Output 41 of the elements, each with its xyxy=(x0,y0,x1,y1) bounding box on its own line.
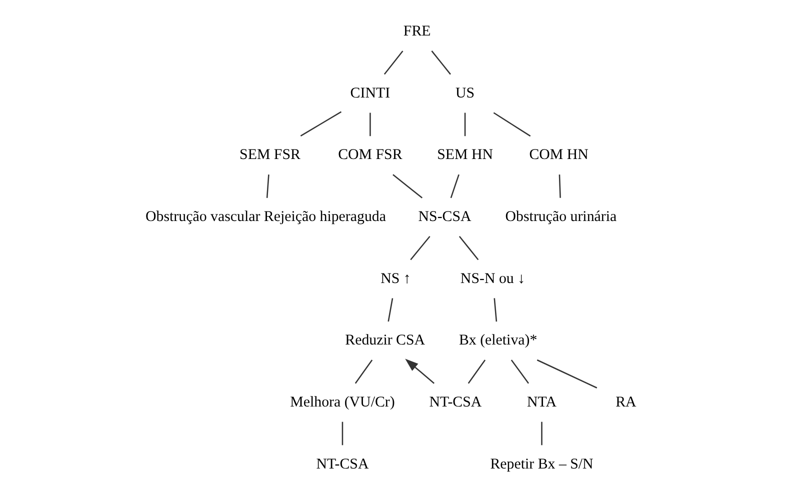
node-text: NTA xyxy=(527,394,556,410)
connector xyxy=(410,236,430,260)
node-text: NS ↑ xyxy=(380,270,411,287)
node-text: Obstrução urinária xyxy=(505,209,617,226)
connector xyxy=(266,174,270,198)
node-text: Melhora (VU/Cr) xyxy=(290,394,395,410)
connector xyxy=(494,298,498,322)
node-text: NT-CSA xyxy=(316,456,369,472)
connector xyxy=(392,174,423,198)
connector xyxy=(388,298,394,322)
connector xyxy=(370,112,371,136)
node-text: Repetir Bx – S/N xyxy=(490,456,594,472)
connector xyxy=(300,111,342,136)
connector xyxy=(468,360,486,384)
node-text: FRE xyxy=(403,24,431,40)
node-text: Bx (eletiva)* xyxy=(458,332,538,349)
connector xyxy=(354,360,373,384)
node-text: NS-N ou ↓ xyxy=(460,270,526,287)
connector xyxy=(464,112,466,136)
connector xyxy=(536,359,598,388)
connector xyxy=(458,236,479,260)
node-text: NT-CSA xyxy=(429,394,482,410)
node-text: RA xyxy=(616,394,636,410)
node-text: SEM HN xyxy=(437,147,493,164)
connector xyxy=(541,422,542,446)
node-text: US xyxy=(456,85,475,102)
connector xyxy=(558,174,561,198)
connector xyxy=(384,50,404,75)
connector xyxy=(450,174,460,198)
node-text: SEM FSR xyxy=(240,147,300,164)
node-text: CINTI xyxy=(350,85,390,102)
connector xyxy=(510,360,530,384)
arrow xyxy=(405,358,434,384)
connector xyxy=(431,50,451,75)
node-text: Reduzir CSA xyxy=(345,332,426,349)
node-text: COM HN xyxy=(529,147,588,164)
node-text: NS-CSA xyxy=(418,209,472,226)
connector xyxy=(493,112,531,137)
node-text: COM FSR xyxy=(338,147,402,164)
node-text: Obstrução vascular Rejeição hiperaguda xyxy=(146,209,386,226)
connector xyxy=(342,422,344,446)
